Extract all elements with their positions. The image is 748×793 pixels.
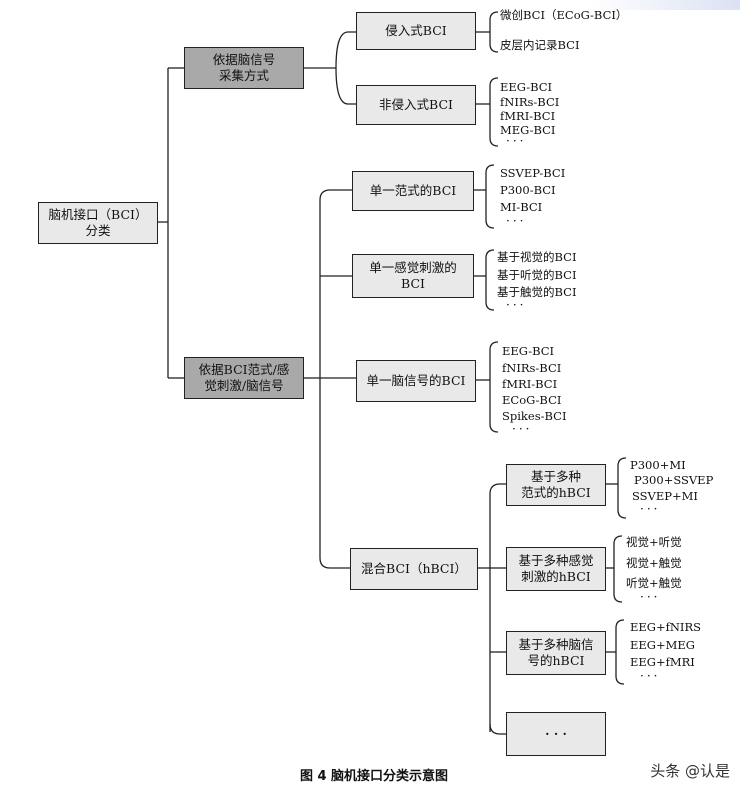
- leaf-single-paradigm-more: ···: [506, 214, 527, 228]
- leaf-multi-sensory-2: 听觉+触觉: [626, 576, 682, 590]
- leaf-single-sensory-1: 基于听觉的BCI: [497, 268, 577, 282]
- leaf-multi-sensory-0: 视觉+听觉: [626, 535, 682, 549]
- leaf-noninvasive-more: ···: [506, 134, 527, 148]
- multi-paradigm-line1: 基于多种: [530, 469, 581, 484]
- leaf-single-signal-4: Spikes-BCI: [502, 409, 567, 423]
- single-sensory-line1: 单一感觉刺激的: [369, 260, 457, 275]
- root-label-line2: 分类: [85, 223, 111, 238]
- leaf-single-signal-3: ECoG-BCI: [502, 393, 562, 407]
- multi-sensory-node: 基于多种感觉刺激的hBCI: [506, 547, 606, 591]
- leaf-single-signal-0: EEG-BCI: [502, 344, 555, 358]
- multi-sensory-line1: 基于多种感觉: [518, 553, 594, 568]
- leaf-single-signal-more: ···: [512, 422, 533, 436]
- multi-paradigm-line2: 范式的hBCI: [521, 485, 591, 500]
- leaf-noninvasive-2: fMRI-BCI: [500, 109, 556, 123]
- root-node: 脑机接口（BCI）分类: [38, 202, 158, 244]
- multi-paradigm-node: 基于多种范式的hBCI: [506, 464, 606, 506]
- leaf-multi-paradigm-0: P300+MI: [630, 458, 686, 472]
- noninvasive-node: 非侵入式BCI: [356, 85, 476, 125]
- leaf-multi-signal-0: EEG+fNIRS: [630, 620, 702, 634]
- top-logo-fragment: [590, 0, 740, 10]
- hybrid-more-label: · · ·: [545, 726, 567, 741]
- leaf-multi-signal-more: ···: [640, 669, 661, 683]
- leaf-multi-signal-2: EEG+fMRI: [630, 655, 695, 669]
- leaf-single-paradigm-2: MI-BCI: [500, 200, 543, 214]
- leaf-noninvasive-0: EEG-BCI: [500, 80, 553, 94]
- root-label-line1: 脑机接口（BCI）: [48, 207, 148, 222]
- single-signal-node: 单一脑信号的BCI: [356, 360, 476, 402]
- leaf-multi-sensory-1: 视觉+触觉: [626, 556, 682, 570]
- figure-caption: 图 4 脑机接口分类示意图: [299, 769, 449, 784]
- leaf-multi-paradigm-2: SSVEP+MI: [632, 489, 698, 503]
- hybrid-more-node: · · ·: [506, 712, 606, 756]
- leaf-invasive-1: 皮层内记录BCI: [500, 38, 580, 52]
- leaf-single-paradigm-1: P300-BCI: [500, 183, 556, 197]
- leaf-single-sensory-more: ···: [506, 298, 527, 312]
- category-acquisition-line2: 采集方式: [218, 68, 269, 83]
- multi-signal-line1: 基于多种脑信: [518, 637, 594, 652]
- leaf-single-sensory-2: 基于触觉的BCI: [497, 285, 577, 299]
- leaf-single-sensory-0: 基于视觉的BCI: [497, 250, 577, 264]
- invasive-node: 侵入式BCI: [356, 12, 476, 50]
- hybrid-label: 混合BCI（hBCI）: [361, 561, 467, 576]
- category-acquisition-node: 依据脑信号采集方式: [184, 47, 304, 89]
- watermark: 头条 @认是: [650, 762, 730, 780]
- leaf-noninvasive-1: fNIRs-BCI: [500, 95, 560, 109]
- leaf-noninvasive-3: MEG-BCI: [500, 123, 556, 137]
- multi-sensory-line2: 刺激的hBCI: [521, 569, 591, 584]
- leaf-single-paradigm-0: SSVEP-BCI: [500, 166, 566, 180]
- leaf-multi-paradigm-1: P300+SSVEP: [634, 473, 714, 487]
- leaf-multi-signal-1: EEG+MEG: [630, 638, 695, 652]
- hybrid-node: 混合BCI（hBCI）: [350, 548, 478, 590]
- category-paradigm-line2: 觉刺激/脑信号: [204, 378, 284, 393]
- leaf-multi-paradigm-more: ···: [640, 502, 661, 516]
- noninvasive-label: 非侵入式BCI: [379, 97, 453, 112]
- leaf-invasive-0: 微创BCI（ECoG-BCI）: [500, 8, 628, 22]
- single-signal-label: 单一脑信号的BCI: [366, 373, 466, 388]
- leaf-single-signal-2: fMRI-BCI: [502, 377, 558, 391]
- category-paradigm-line1: 依据BCI范式/感: [198, 362, 290, 377]
- invasive-label: 侵入式BCI: [385, 23, 447, 38]
- single-paradigm-label: 单一范式的BCI: [369, 183, 457, 198]
- multi-signal-node: 基于多种脑信号的hBCI: [506, 631, 606, 675]
- leaf-multi-sensory-more: ···: [640, 590, 661, 604]
- leaf-single-signal-1: fNIRs-BCI: [502, 361, 562, 375]
- category-acquisition-line1: 依据脑信号: [212, 52, 276, 67]
- category-paradigm-node: 依据BCI范式/感觉刺激/脑信号: [184, 357, 304, 399]
- multi-signal-line2: 号的hBCI: [527, 653, 585, 668]
- single-paradigm-node: 单一范式的BCI: [352, 171, 474, 211]
- single-sensory-line2: BCI: [401, 276, 425, 291]
